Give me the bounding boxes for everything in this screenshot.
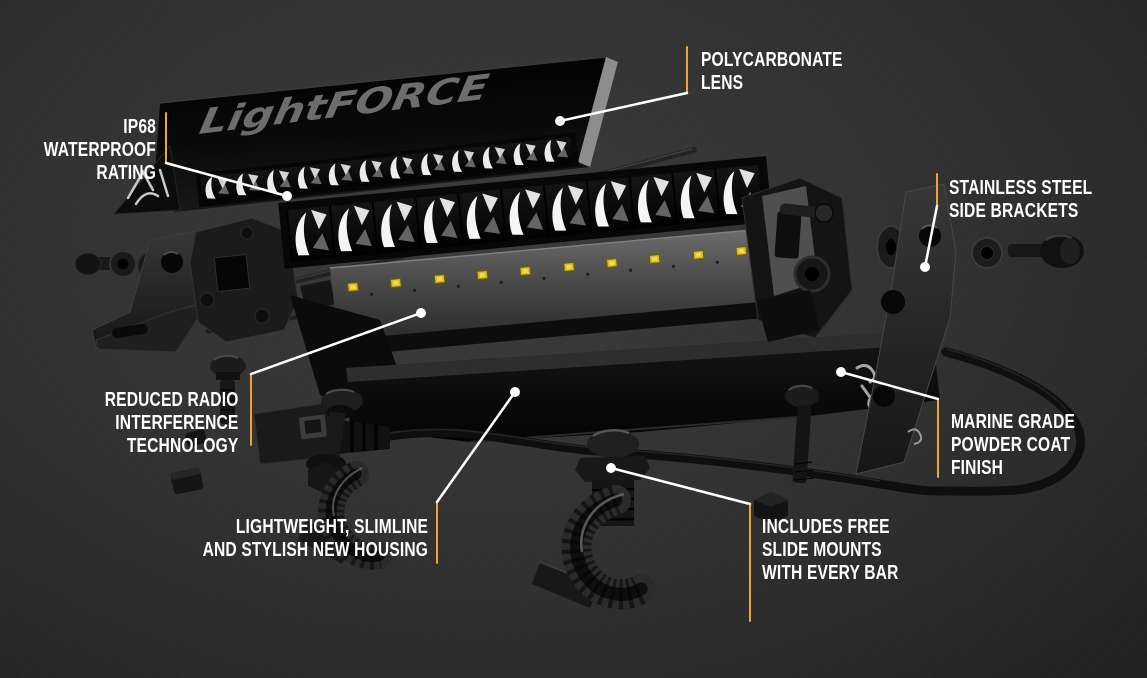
led-board [329,229,764,356]
lens-graffiti [112,144,181,215]
leader-lines [164,91,940,506]
callout-label-reduced-radio-interference: REDUCED RADIO INTERFERENCE TECHNOLOGY [104,389,238,457]
callout-label-stainless-steel-side-brackets: STAINLESS STEEL SIDE BRACKETS [949,177,1093,222]
reflector-row-main [278,156,773,269]
bolt [306,388,363,494]
leader-dots [282,116,930,473]
side-bracket-right [855,183,957,475]
polycarbonate-lens-part: LightFORCE [112,56,618,215]
right-hardware [971,234,1084,269]
callout-label-lightweight-housing: LIGHTWEIGHT, SLIMLINE AND STYLISH NEW HO… [202,516,428,561]
deutsch-connector [253,401,390,465]
accent-lines [165,46,939,622]
left-hardware-cluster [74,217,336,353]
bolt [210,354,246,424]
callout-label-ip68-waterproof-rating: IP68 WATERPROOF RATING [43,116,156,184]
end-cap-left [189,217,336,343]
reflector-row-upper [195,132,580,208]
callout-label-polycarbonate-lens: POLYCARBONATE LENS [701,49,843,94]
nut [170,467,204,495]
fasteners [170,354,819,526]
cable-loop [939,347,1086,496]
slide-mount [298,461,392,570]
right-bolt [1008,244,1048,257]
slide-mount [532,485,656,610]
nut [754,492,788,524]
callout-label-marine-grade-powder-coat: MARINE GRADE POWDER COAT FINISH [951,411,1076,479]
callout-lines [164,46,940,622]
side-bracket-left [91,229,210,353]
nut [185,429,207,447]
callout-label-free-slide-mounts: INCLUDES FREE SLIDE MOUNTS WITH EVERY BA… [762,516,899,584]
bolt [785,384,819,484]
